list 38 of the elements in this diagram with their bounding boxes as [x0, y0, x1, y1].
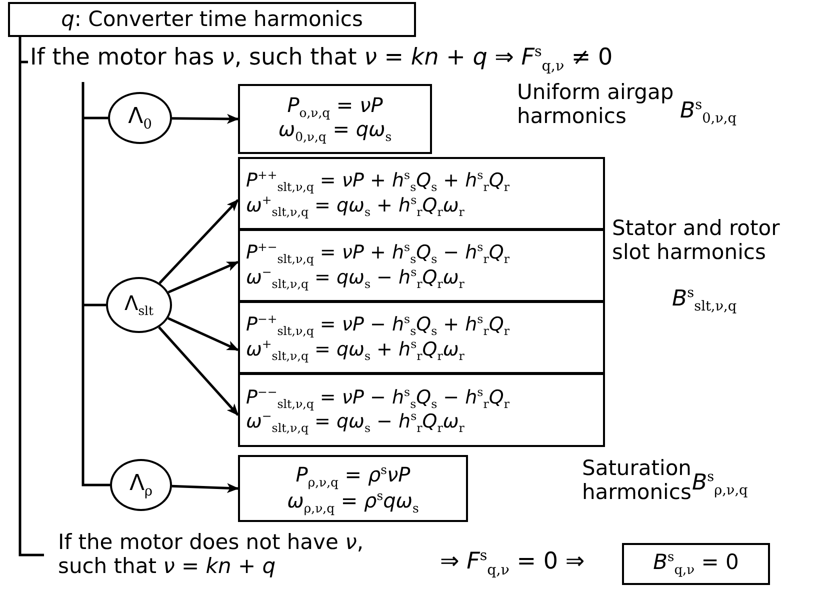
formula-text: ω$^{−}$$_{slt,ν,q}$ = qω$_{s}$ − h$^{s}$$_{r}$Q$_{r}$ω$_{r}$ — [246, 410, 464, 434]
arrow — [168, 260, 239, 294]
formula-text: P$_{o,ν,q}$ = νP — [287, 94, 383, 119]
symbol-label: Λ$_{0}$ — [128, 104, 152, 132]
formula-text: P$^{−−}$$_{slt,ν,q}$ = νP − h$^{s}$$_{s}$Q$_{s}$ − h$^{s}$$_{r}$Q$_{r}$ — [246, 386, 510, 410]
formula-text: B$^{s}$$_{q,ν}$ = 0 — [653, 550, 739, 578]
arrow — [158, 199, 239, 284]
group-label: Uniform airgap harmonics — [517, 80, 675, 128]
symbol-label: Λ$_{slt}$ — [124, 292, 154, 317]
formula-box — [238, 157, 605, 230]
implication-text: ⇒ F$^{s}$$_{q,ν}$ = 0 ⇒ — [440, 548, 585, 579]
formula-text: P$^{+−}$$_{slt,ν,q}$ = νP + h$^{s}$$_{s}$Q$_{s}$ − h$^{s}$$_{r}$Q$_{r}$ — [246, 241, 510, 266]
formula-text: ω$^{−}$$_{slt,ν,q}$ = qω$_{s}$ − h$^{s}$$_{r}$Q$_{r}$ω$_{r}$ — [246, 266, 464, 290]
symbol-label: Λ$_{ρ}$ — [129, 472, 153, 498]
formula-box — [238, 373, 605, 447]
arrow — [158, 326, 239, 416]
title-box — [8, 2, 416, 37]
formula-text: P$^{−+}$$_{slt,ν,q}$ = νP − h$^{s}$$_{s}$Q$_{s}$ + h$^{s}$$_{r}$Q$_{r}$ — [246, 313, 510, 338]
formula-box — [238, 229, 605, 302]
formula-text: q: Converter time harmonics — [61, 8, 363, 31]
condition-text: If the motor does not have ν, such that ν = kn + q — [58, 530, 365, 578]
formula-box — [238, 301, 605, 374]
group-label: Stator and rotor slot harmonics — [612, 216, 781, 264]
formula-text: P$^{++}$$_{slt,ν,q}$ = νP + h$^{s}$$_{s}$Q$_{s}$ + h$^{s}$$_{r}$Q$_{r}$ — [246, 169, 510, 194]
result-box — [622, 543, 770, 585]
formula-text: ω$^{+}$$_{slt,ν,q}$ = qω$_{s}$ + h$^{s}$$_{r}$Q$_{r}$ω$_{r}$ — [246, 338, 464, 362]
harmonic-circle — [106, 277, 172, 333]
formula-text: ω$_{0,ν,q}$ = qω$_{s}$ — [278, 119, 392, 144]
formula-box — [238, 84, 432, 154]
condition-text: If the motor has ν, such that ν = kn + q ⇒ F$^{s}$$_{q,ν}$ ≠ 0 — [30, 44, 613, 75]
arrow — [172, 114, 239, 124]
formula-text: ω$^{+}$$_{slt,ν,q}$ = qω$_{s}$ + h$^{s}$$_{r}$Q$_{r}$ω$_{r}$ — [246, 194, 464, 218]
formula-box — [238, 455, 468, 522]
group-label: Saturation harmonics — [582, 456, 692, 504]
formula-text: P$_{ρ,ν,q}$ = ρ$^{s}$νP — [296, 462, 410, 488]
arrow — [172, 483, 239, 494]
arrow — [168, 317, 239, 352]
formula-text: ω$_{ρ,ν,q}$ = ρ$^{s}$qω$_{s}$ — [287, 488, 419, 514]
